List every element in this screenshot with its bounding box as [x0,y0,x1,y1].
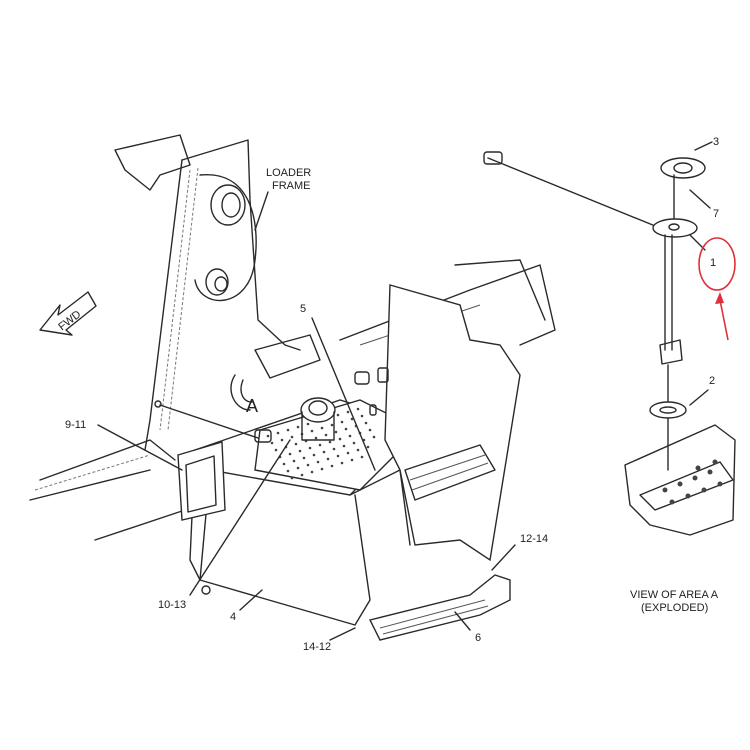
perforation-dot [322,450,326,454]
perforation-dot [336,413,340,417]
view-title: VIEW OF AREA A [630,589,719,601]
perforation-dot [364,421,368,425]
perforation-dot [324,433,328,437]
perforation-dot [314,436,318,440]
perforation-dot [356,448,360,452]
plate-hole [707,469,713,475]
part-10-13-label: 10-13 [158,599,186,611]
fwd-arrow-icon: FWD [39,291,97,336]
perforation-dot [360,455,364,459]
perforation-dot [296,425,300,429]
perforation-dot [326,457,330,461]
perforation-dot [286,428,290,432]
perforation-dot [290,435,294,439]
loader-frame [29,134,556,541]
area-a-label: A [246,396,258,416]
perforation-dot [312,453,316,457]
exploded-view [483,141,736,536]
perforation-dot [310,470,314,474]
perforation-dot [352,441,356,445]
perforation-dot [336,454,340,458]
perforation-dot [280,438,284,442]
perforation-dot [366,445,370,449]
perforation-dot [296,466,300,470]
plate-hole [701,487,707,493]
perforation-dot [276,431,280,435]
fwd-label: FWD [56,308,83,333]
perforation-dot [306,463,310,467]
part-2-label: 2 [709,375,715,387]
perforation-dot [338,437,342,441]
perforation-dot [282,462,286,466]
perforation-dot [266,434,270,438]
perforation-dot [320,426,324,430]
perforation-dot [344,427,348,431]
perforation-dot [342,444,346,448]
perforation-dot [288,452,292,456]
fuel-tank [154,284,521,641]
perforation-dot [340,420,344,424]
perforation-dot [308,446,312,450]
part-3-label: 3 [713,136,719,148]
perforation-dot [298,449,302,453]
perforation-dot [300,473,304,477]
perforation-dot [340,461,344,465]
plate-hole [692,475,698,481]
perforation-dot [290,476,294,480]
perforation-dot [346,451,350,455]
perforation-dot [334,430,338,434]
perforation-dot [350,458,354,462]
plate-hole [695,465,701,471]
perforation-dot [310,429,314,433]
plate-hole [662,487,668,493]
leader-lines [97,191,516,641]
perforation-dot [294,442,298,446]
perforation-dot [372,435,376,439]
loader-frame-label: LOADER [266,167,311,179]
part-12-14-label: 12-14 [520,533,548,545]
part-4-label: 4 [230,611,236,623]
perforation-dot [292,459,296,463]
perforation-dot [356,407,360,411]
part-1-label: 1 [710,257,716,269]
perforation-dot [360,414,364,418]
perforation-dot [306,422,310,426]
plate-hole [712,459,718,465]
perforation-dot [330,464,334,468]
part-5-label: 5 [300,303,306,315]
perforation-dot [320,467,324,471]
plate-hole [717,481,723,487]
view-subtitle: (EXPLODED) [641,602,708,614]
plate-hole [669,499,675,505]
plate-hole [677,481,683,487]
part-9-11-label: 9-11 [65,419,86,431]
plate-hole [685,493,691,499]
perforation-dot [368,428,372,432]
part-14-12-label: 14-12 [303,641,331,653]
perforation-dot [350,417,354,421]
perforation-dot [346,410,350,414]
perforation-dot [348,434,352,438]
part-7-label: 7 [713,208,719,220]
perforation-dot [316,460,320,464]
perforation-dot [270,441,274,445]
perforation-dot [274,448,278,452]
perforation-dot [328,440,332,444]
perforation-dot [332,447,336,451]
perforation-dot [302,456,306,460]
part-6-label: 6 [475,632,481,644]
perforation-dot [318,443,322,447]
loader-frame-label-2: FRAME [272,180,311,192]
perforation-dot [330,423,334,427]
highlight-mark [698,237,736,341]
perforation-dot [286,469,290,473]
